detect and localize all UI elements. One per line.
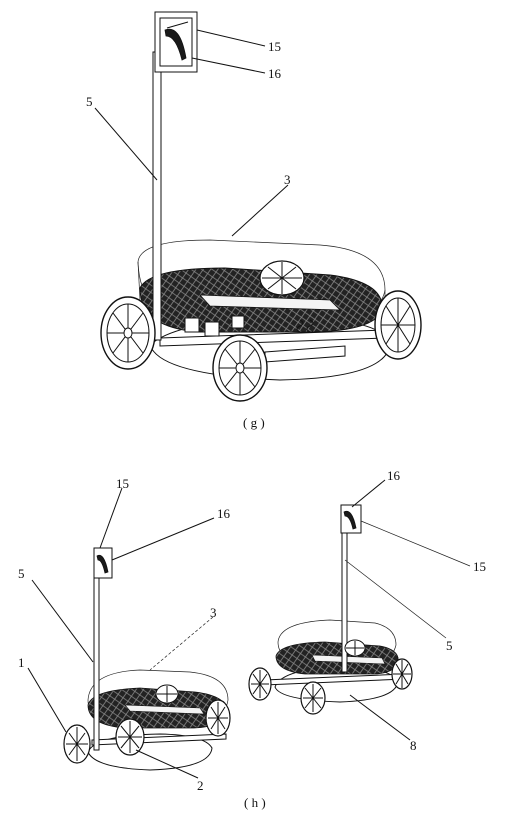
handle-pole bbox=[152, 51, 162, 341]
label-2-h-left: 2 bbox=[197, 778, 204, 793]
cross-board bbox=[199, 294, 341, 311]
label-16-h-right: 16 bbox=[387, 468, 401, 483]
wheel-back-left bbox=[259, 260, 305, 296]
label-16-g: 16 bbox=[268, 66, 282, 81]
label-15-h-right: 15 bbox=[473, 559, 486, 574]
wheel-h1-c bbox=[205, 699, 231, 737]
bearing-block-2 bbox=[204, 321, 220, 337]
label-16-h-left: 16 bbox=[217, 506, 231, 521]
bearing-block-1 bbox=[184, 317, 200, 333]
wheel-h1-b bbox=[155, 684, 179, 704]
label-5-h-left: 5 bbox=[18, 566, 25, 581]
figure-h-right: 16 15 5 8 bbox=[248, 468, 486, 753]
figure-g: 15 16 5 3 ( g ) bbox=[86, 11, 422, 430]
wheel-front-right bbox=[212, 334, 268, 402]
wheel-front-left bbox=[100, 296, 156, 370]
wheel-back-right bbox=[374, 290, 422, 360]
grip-icon bbox=[164, 28, 187, 61]
label-15-g: 15 bbox=[268, 39, 281, 54]
label-1-h-left: 1 bbox=[18, 655, 25, 670]
bearing-block-3 bbox=[231, 315, 245, 329]
wheel-h1-a bbox=[63, 724, 91, 764]
wheel-h2-c bbox=[391, 658, 413, 690]
wheel-h2-d bbox=[300, 681, 326, 715]
label-5-h-right: 5 bbox=[446, 638, 453, 653]
label-5-g: 5 bbox=[86, 94, 93, 109]
label-3-h-left: 3 bbox=[210, 605, 217, 620]
label-3-g: 3 bbox=[284, 172, 291, 187]
grip-icon-h1 bbox=[96, 554, 109, 574]
wheel-h2-b bbox=[344, 639, 366, 657]
wheel-h1-d bbox=[115, 718, 145, 756]
grip-icon-h2 bbox=[343, 510, 357, 530]
figure-h-left: 15 16 5 3 1 2 bbox=[18, 476, 231, 793]
handle-pole-h1 bbox=[93, 569, 100, 751]
label-8-h-right: 8 bbox=[410, 738, 417, 753]
wheel-h2-a bbox=[248, 667, 272, 701]
caption-h: ( h ) bbox=[244, 795, 266, 810]
label-15-h-left: 15 bbox=[116, 476, 129, 491]
caption-g: ( g ) bbox=[243, 415, 265, 430]
